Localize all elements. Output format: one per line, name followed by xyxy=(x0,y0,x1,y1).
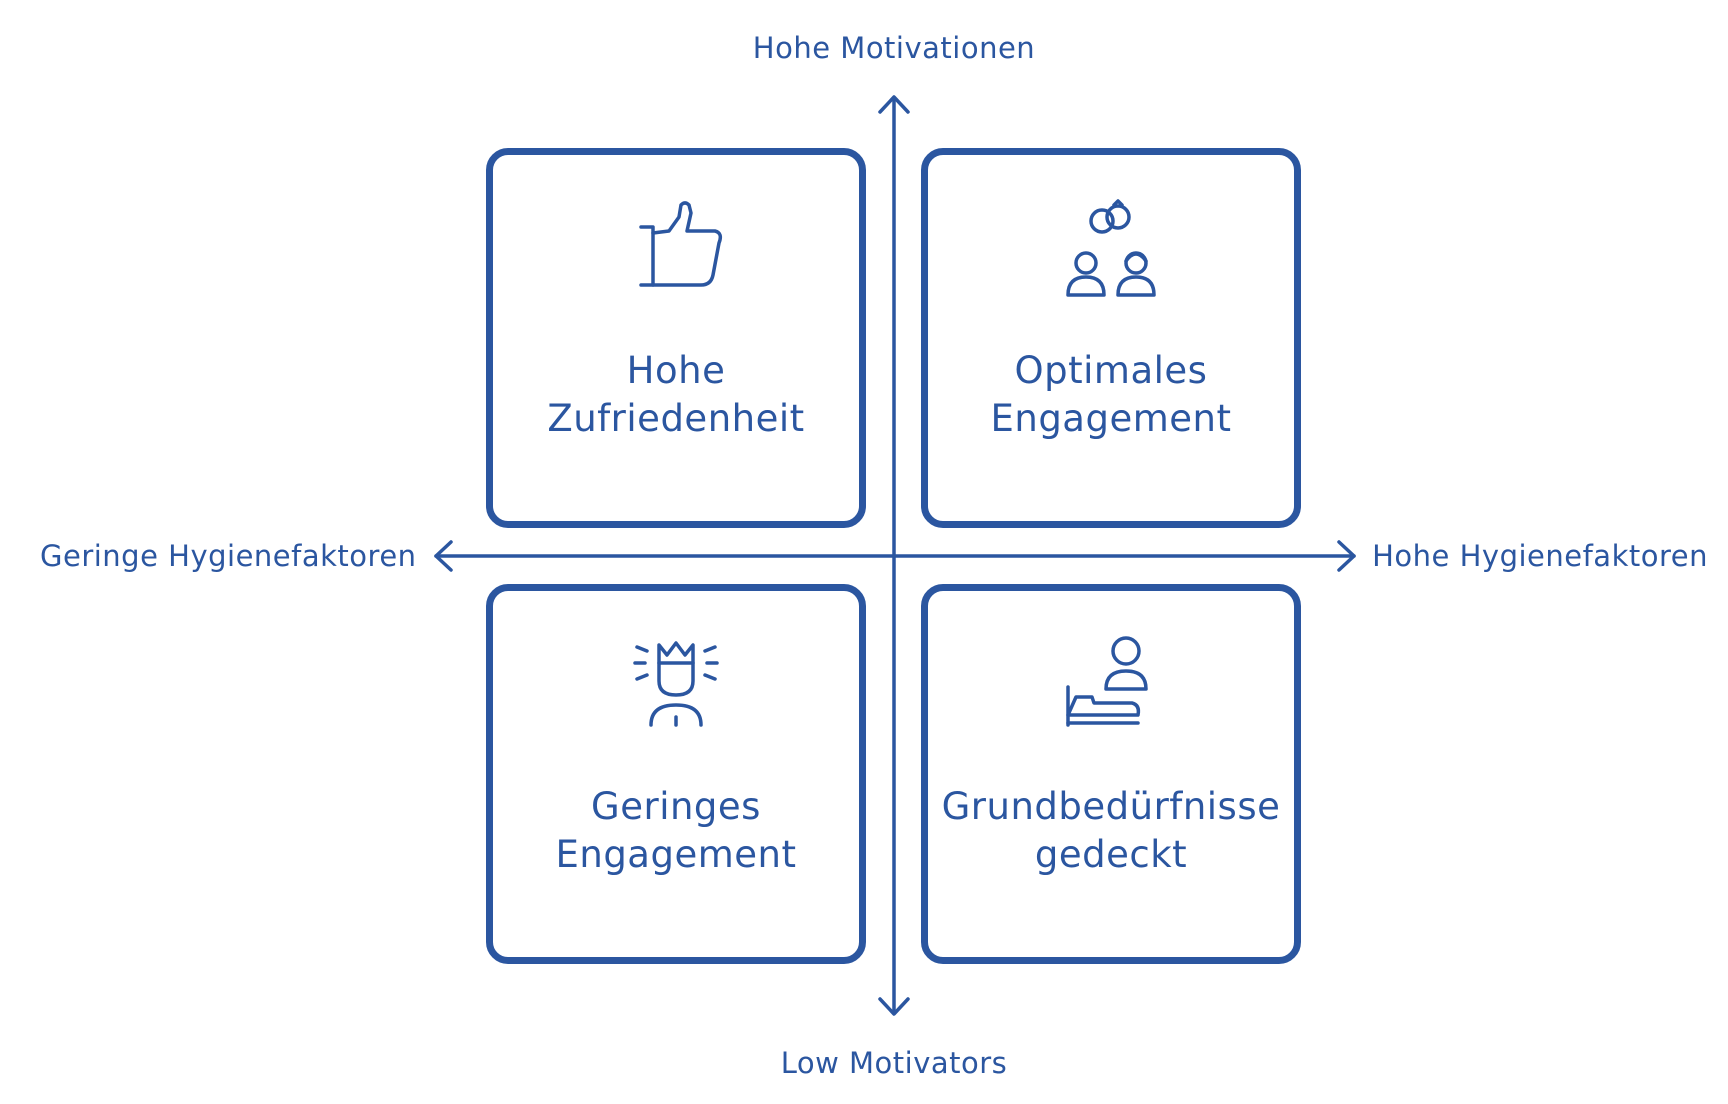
thumbs-up-icon xyxy=(621,197,731,307)
quadrant-top-left-label: Hohe Zufriedenheit xyxy=(493,347,859,443)
quadrant-bottom-right-line1: Grundbedürfnisse xyxy=(941,785,1281,828)
arrow-down-icon xyxy=(878,997,910,1016)
quadrant-bottom-right: Grundbedürfnisse gedeckt xyxy=(921,584,1301,964)
quadrant-top-right-line2: Engagement xyxy=(990,397,1232,440)
arrow-up-icon xyxy=(878,95,910,114)
person-in-bed-icon xyxy=(1056,633,1166,743)
quadrant-bottom-right-line2: gedeckt xyxy=(1034,833,1188,876)
quadrant-top-left: Hohe Zufriedenheit xyxy=(486,148,866,528)
crowned-person-icon xyxy=(621,633,731,743)
quadrant-bottom-right-label: Grundbedürfnisse gedeckt xyxy=(928,783,1294,879)
couple-rings-icon xyxy=(1056,197,1166,307)
quadrant-top-right: Optimales Engagement xyxy=(921,148,1301,528)
quadrant-bottom-left-label: Geringes Engagement xyxy=(493,783,859,879)
quadrant-top-left-line2: Zufriedenheit xyxy=(547,397,805,440)
arrow-left-icon xyxy=(434,540,453,572)
quadrant-top-right-line1: Optimales xyxy=(1014,349,1208,392)
quadrant-bottom-left-line2: Engagement xyxy=(555,833,797,876)
quadrant-bottom-left: Geringes Engagement xyxy=(486,584,866,964)
quadrant-top-left-line1: Hohe xyxy=(626,349,726,392)
quadrant-bottom-left-line1: Geringes xyxy=(591,785,761,828)
axis-label-right: Hohe Hygienefaktoren xyxy=(1372,539,1708,573)
axis-label-top: Hohe Motivationen xyxy=(752,31,1036,65)
arrow-right-icon xyxy=(1337,540,1356,572)
quadrant-top-right-label: Optimales Engagement xyxy=(928,347,1294,443)
axis-label-bottom: Low Motivators xyxy=(780,1046,1008,1080)
axis-label-left: Geringe Hygienefaktoren xyxy=(40,539,417,573)
